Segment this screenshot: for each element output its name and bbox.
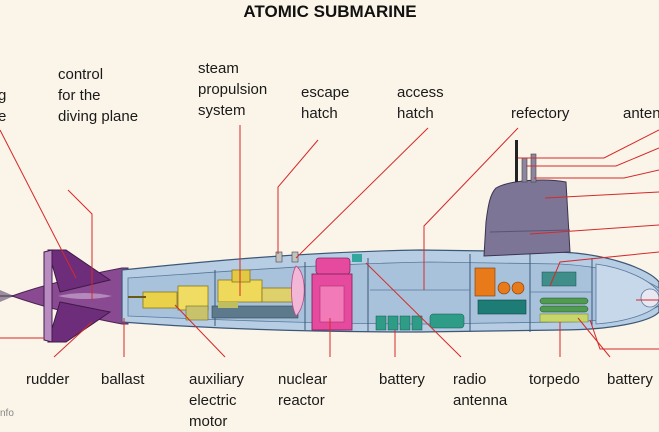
escape-hatch: [275, 251, 283, 263]
diagram-title: ATOMIC SUBMARINE: [243, 2, 416, 21]
sail: [483, 179, 571, 257]
label-refectory: refectory: [511, 105, 570, 122]
label-ballast: ballast: [101, 371, 145, 388]
control-room-equipment: [474, 267, 527, 315]
label-battery-mid: battery: [379, 371, 425, 388]
label-torpedo: torpedo: [529, 371, 580, 388]
label-steam-propulsion: steam propulsion system: [198, 60, 271, 119]
label-rudder: rudder: [26, 371, 69, 388]
access-hatch: [291, 251, 299, 263]
label-aux-motor: auxiliary electric motor: [189, 371, 248, 430]
leader-lines: [0, 125, 659, 358]
label-access-hatch: access hatch: [397, 84, 448, 122]
mast-periscope-1: [521, 157, 528, 183]
torpedo-rack: [539, 271, 589, 323]
submarine-illustration: [0, 140, 659, 343]
reactor-top: [315, 257, 351, 275]
rudder-plate: [43, 249, 53, 343]
lower-tail-fin: [47, 301, 112, 343]
label-antenna-top: anten: [623, 105, 659, 122]
battery-cells-mid: [375, 313, 465, 331]
label-battery-right: battery: [607, 371, 653, 388]
label-radio-antenna: radio antenna: [453, 371, 508, 409]
mast-antenna: [515, 140, 518, 182]
label-diving-plane-partial: g e: [0, 87, 11, 125]
watermark: nfo: [0, 408, 14, 419]
labels: g e control for the diving plane steam p…: [0, 60, 659, 430]
mast-periscope-2: [530, 153, 537, 183]
label-control-diving-plane: control for the diving plane: [58, 66, 138, 125]
label-nuclear-reactor: nuclear reactor: [278, 371, 331, 409]
upper-tail-fin: [47, 249, 112, 293]
label-escape-hatch: escape hatch: [301, 84, 354, 122]
aux-motor-block: [142, 291, 178, 309]
bow-sonar: [640, 288, 659, 308]
